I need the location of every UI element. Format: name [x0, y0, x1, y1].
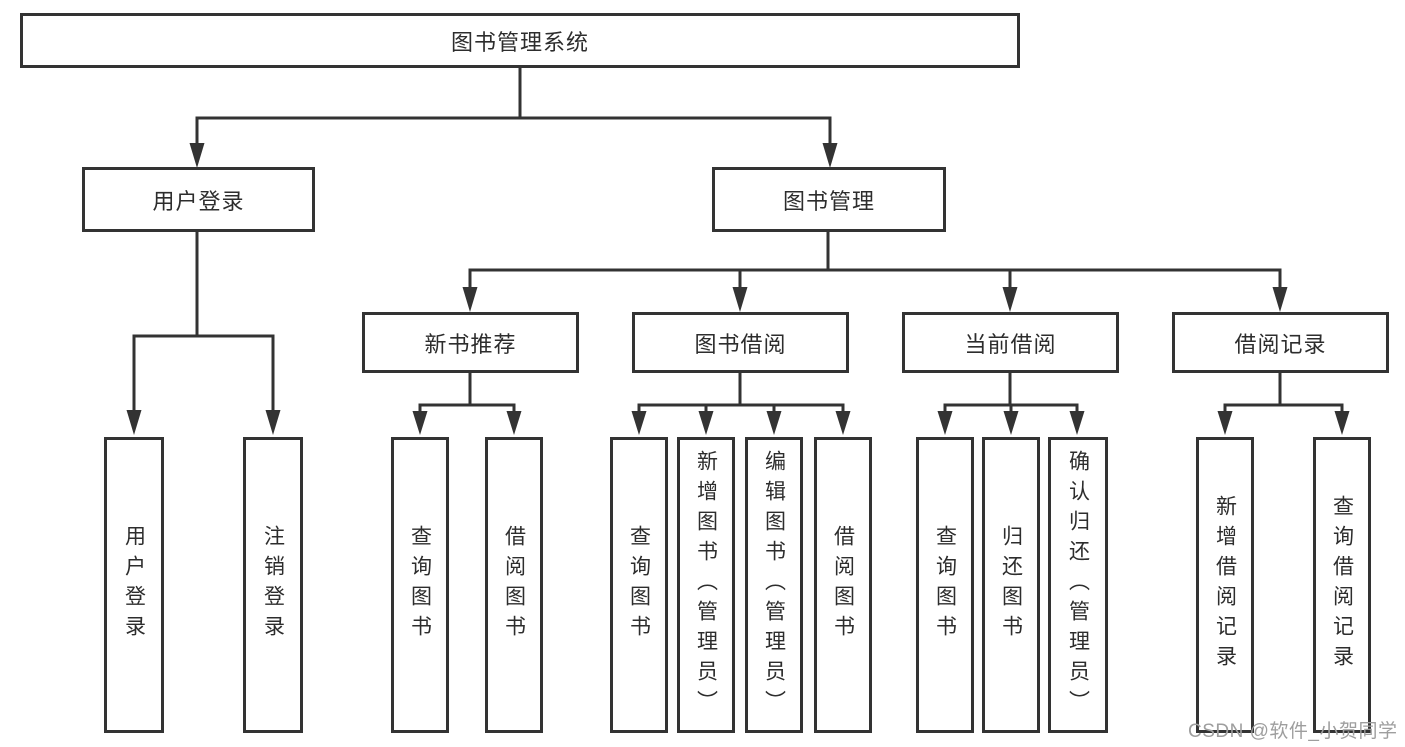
node-label: 新书推荐 [424, 331, 517, 357]
node-user-login-group: 用户登录 [82, 167, 315, 232]
node-label: 查询图书 [627, 525, 651, 645]
node-label: 确认归还（管理员） [1066, 450, 1090, 720]
leaf-user-login: 用户登录 [104, 437, 164, 733]
leaf-query-borrow-record: 查询借阅记录 [1313, 437, 1371, 733]
leaf-query-books-1: 查询图书 [391, 437, 449, 733]
node-borrow-records: 借阅记录 [1172, 312, 1389, 373]
node-label: 归还图书 [999, 525, 1023, 645]
node-label: 借阅记录 [1234, 331, 1327, 357]
leaf-query-books-2: 查询图书 [610, 437, 668, 733]
node-label: 查询借阅记录 [1330, 495, 1354, 675]
leaf-query-books-3: 查询图书 [916, 437, 974, 733]
node-label: 新增借阅记录 [1213, 495, 1237, 675]
node-label: 查询图书 [933, 525, 957, 645]
node-label: 用户登录 [152, 188, 245, 214]
node-label: 图书管理 [782, 188, 875, 214]
node-label: 当前借阅 [964, 331, 1057, 357]
node-label: 注销登录 [261, 525, 285, 645]
node-label: 编辑图书（管理员） [762, 450, 786, 720]
node-book-borrow: 图书借阅 [632, 312, 849, 373]
node-label: 查询图书 [408, 525, 432, 645]
arrowheads [126, 143, 1350, 435]
node-label: 图书管理系统 [450, 29, 589, 55]
node-library-management-system: 图书管理系统 [20, 13, 1020, 68]
csdn-watermark: CSDN @软件_小贺同学 [1188, 721, 1398, 742]
leaf-confirm-return-admin: 确认归还（管理员） [1048, 437, 1108, 733]
leaf-add-books-admin: 新增图书（管理员） [677, 437, 735, 733]
node-book-management: 图书管理 [712, 167, 946, 232]
leaf-return-books: 归还图书 [982, 437, 1040, 733]
node-label: 新增图书（管理员） [694, 450, 718, 720]
node-label: 图书借阅 [694, 331, 787, 357]
leaf-borrow-books-1: 借阅图书 [485, 437, 543, 733]
node-label: 用户登录 [122, 525, 146, 645]
leaf-borrow-books-2: 借阅图书 [814, 437, 872, 733]
node-label: 借阅图书 [502, 525, 526, 645]
leaf-edit-books-admin: 编辑图书（管理员） [745, 437, 803, 733]
leaf-logout: 注销登录 [243, 437, 303, 733]
node-current-borrow: 当前借阅 [902, 312, 1119, 373]
node-new-book-recommend: 新书推荐 [362, 312, 579, 373]
leaf-add-borrow-record: 新增借阅记录 [1196, 437, 1254, 733]
node-label: 借阅图书 [831, 525, 855, 645]
